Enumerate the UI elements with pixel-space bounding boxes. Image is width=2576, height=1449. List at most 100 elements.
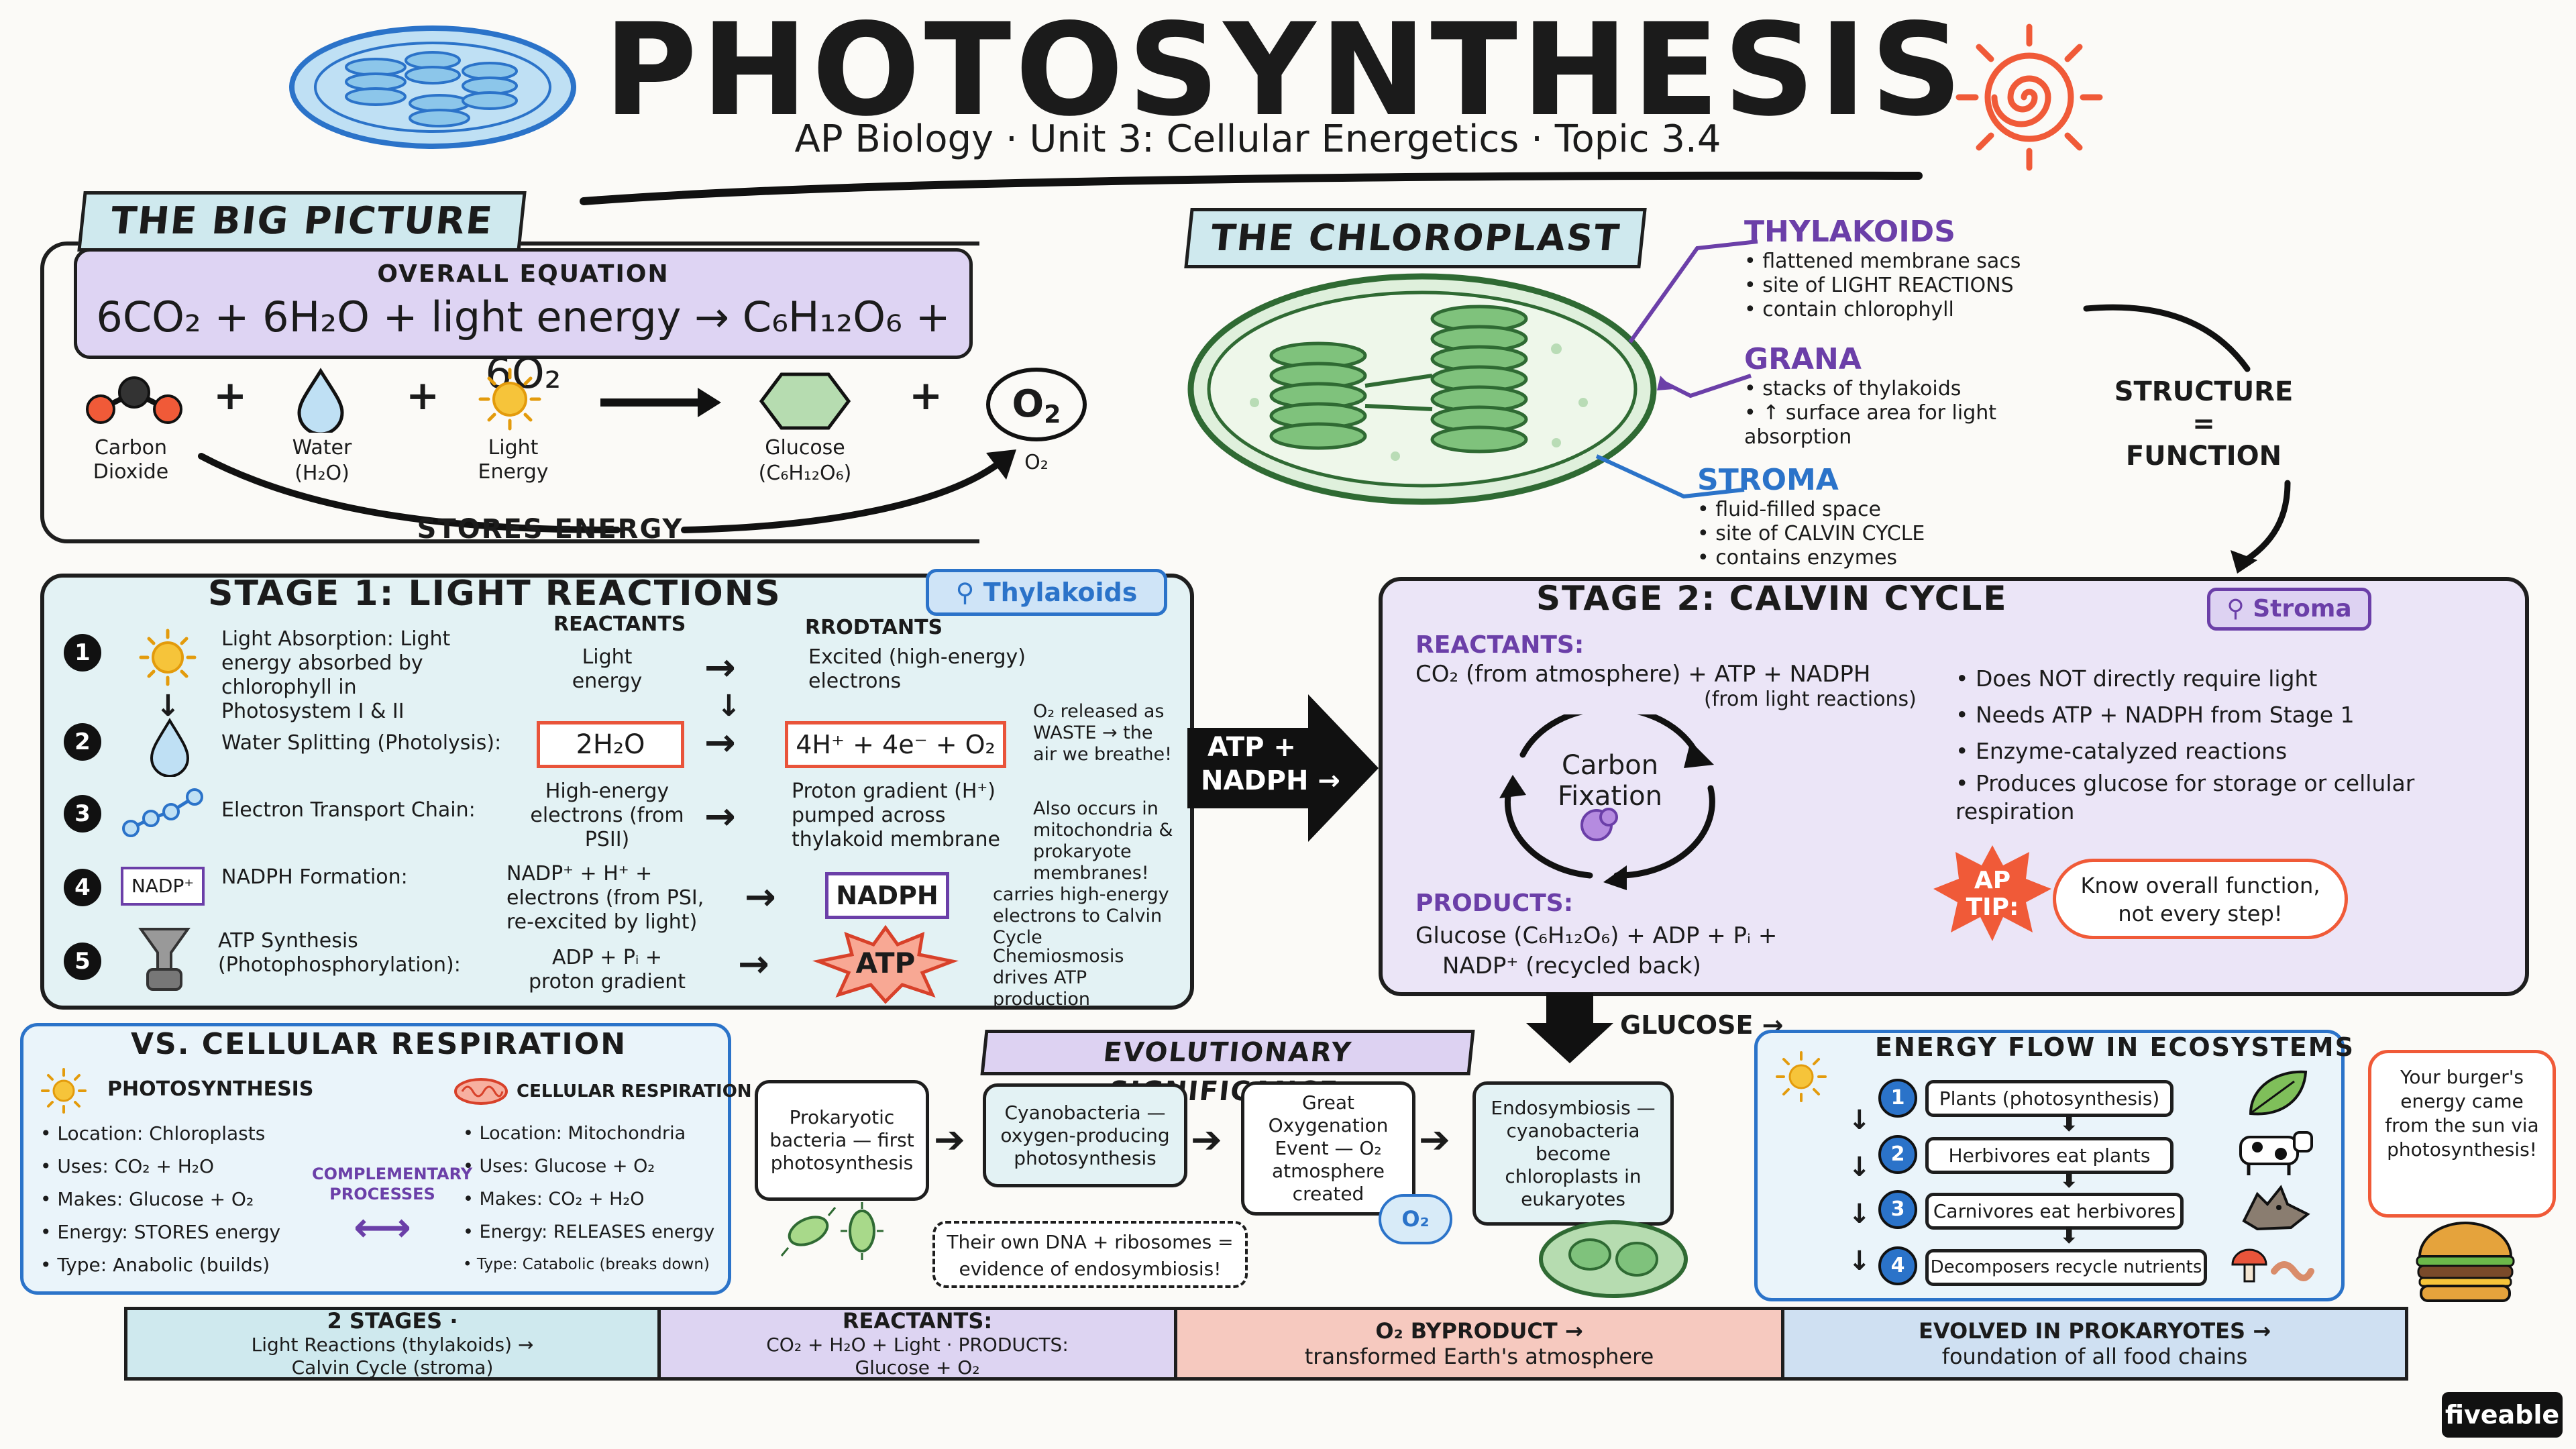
thylakoids-point: site of LIGHT REACTIONS	[1744, 274, 2106, 298]
stroma-point: contains enzymes	[1697, 546, 2059, 570]
title-underline	[580, 171, 1923, 205]
transfer-line2: NADPH →	[1201, 765, 1340, 796]
energy-sun-icon	[1776, 1051, 1827, 1102]
down-arrow: ↓	[716, 689, 741, 723]
photo-row: • Location: Chloroplasts	[40, 1122, 266, 1144]
photosynthesis-sun-icon	[41, 1068, 87, 1114]
label-carbon-dioxide: Carbon Dioxide	[93, 436, 169, 484]
o2-bubble: O₂	[1379, 1194, 1452, 1244]
right-arrow: ➔	[1419, 1118, 1450, 1162]
location-pin-icon: ⚲	[2226, 595, 2253, 623]
footer-3-line2: transformed Earth's atmosphere	[1304, 1344, 1654, 1369]
right-arrow: →	[738, 943, 769, 986]
footer-4-line1: EVOLVED IN PROKARYOTES →	[1918, 1318, 2271, 1344]
stage1-panel	[40, 574, 1194, 1010]
footer-1-line1: 2 STAGES ·	[327, 1308, 458, 1334]
flow-number: 3	[1878, 1190, 1917, 1229]
atp-label: ATP	[855, 947, 916, 979]
stage2-location: Stroma	[2253, 595, 2352, 623]
step2-product-box: 4H⁺ + 4e⁻ + O₂	[785, 721, 1006, 768]
right-arrow: ➔	[934, 1118, 965, 1162]
evo-step-1: Prokaryotic bacteria — first photosynthe…	[755, 1080, 929, 1201]
label-water-formula: (H₂O)	[294, 462, 350, 485]
step3-product: Proton gradient (H⁺) pumped across thyla…	[792, 780, 1000, 851]
endosymbiosis-note: Their own DNA + ribosomes = evidence of …	[932, 1221, 1248, 1288]
structure-label: STRUCTURE	[2114, 376, 2294, 407]
step4-reactant: NADP⁺ + H⁺ + electrons (from PSI, re-exc…	[506, 862, 704, 934]
step1-name: Light Absorption: Light energy absorbed …	[221, 627, 451, 723]
thylakoids-point: flattened membrane sacs	[1744, 250, 2106, 274]
photo-row: • Type: Anabolic (builds)	[40, 1254, 270, 1276]
transfer-line1: ATP +	[1208, 732, 1296, 763]
step5-note: Chemiosmosis drives ATP production	[993, 946, 1124, 1010]
grana-point: ↑ surface area for light absorption	[1744, 401, 2066, 449]
footer-2-line3: Glucose + O₂	[855, 1356, 980, 1379]
footer-box-1: 2 STAGES · Light Reactions (thylakoids) …	[124, 1307, 661, 1381]
stage1-title: STAGE 1: LIGHT REACTIONS	[208, 574, 782, 614]
right-arrow: →	[704, 646, 736, 690]
step5-name: ATP Synthesis (Photophosphorylation):	[218, 929, 461, 977]
footer-box-4: EVOLVED IN PROKARYOTES → foundation of a…	[1781, 1307, 2408, 1381]
footer-box-3: O₂ BYPRODUCT → transformed Earth's atmos…	[1174, 1307, 1784, 1381]
step-number: 4	[64, 869, 101, 906]
wolf-icon	[2242, 1185, 2310, 1231]
flow-number: 1	[1878, 1079, 1917, 1118]
overall-equation: 6CO₂ + 6H₂O + light energy → C₆H₁₂O₆ + 6…	[96, 292, 951, 398]
step-number: 3	[64, 795, 101, 833]
vs-respiration-panel	[20, 1023, 731, 1295]
page-subtitle: AP Biology · Unit 3: Cellular Energetics…	[794, 117, 1721, 161]
mushroom-worm-icon	[2231, 1248, 2314, 1283]
stage2-point: Enzyme-catalyzed reactions	[1955, 733, 2512, 769]
photo-row: • Energy: STORES energy	[40, 1221, 281, 1243]
cow-icon	[2239, 1131, 2313, 1175]
down-arrow: ↓	[156, 689, 180, 723]
down-arrow: ⬇	[2059, 1110, 2079, 1137]
light-energy-sun-icon	[478, 368, 541, 431]
down-arrow: ⬇	[2059, 1222, 2079, 1249]
stage2-reactants-label: REACTANTS:	[1415, 631, 1585, 659]
plus-sign: +	[213, 372, 248, 419]
flow-number: 4	[1878, 1246, 1917, 1285]
evo-step-3: Great Oxygenation Event — O₂ atmosphere …	[1241, 1081, 1415, 1216]
right-arrow: →	[704, 795, 736, 839]
step-number: 2	[64, 723, 101, 761]
glucose-down-arrow	[1526, 993, 1613, 1063]
water-splitting-drop-icon	[150, 718, 190, 777]
right-arrow: ➔	[1191, 1118, 1222, 1162]
grana-info: GRANA stacks of thylakoids ↑ surface are…	[1744, 342, 2066, 449]
stage1-location: Thylakoids	[983, 578, 1138, 607]
flow-step-3: Carnivores eat herbivores	[1925, 1193, 2184, 1230]
mitochondria-icon	[454, 1078, 508, 1105]
thylakoids-title: THYLAKOIDS	[1744, 215, 1955, 249]
chloroplast-diagram	[1181, 268, 1664, 510]
step2-name: Water Splitting (Photolysis):	[221, 731, 502, 755]
atp-synthase-icon	[138, 928, 191, 991]
thylakoids-info: THYLAKOIDS flattened membrane sacs site …	[1744, 215, 2106, 322]
stage1-location-badge: ⚲ Thylakoids	[926, 569, 1167, 616]
resp-row: • Location: Mitochondria	[463, 1123, 686, 1144]
label-glucose: Glucose	[765, 436, 845, 460]
resp-list: • Location: Mitochondria • Uses: Glucose…	[463, 1117, 731, 1281]
stage2-products: Glucose (C₆H₁₂O₆) + ADP + Pᵢ +	[1415, 922, 1778, 949]
stage2-title: STAGE 2: CALVIN CYCLE	[1536, 579, 2008, 618]
electron-chain-icon	[122, 788, 203, 837]
energy-flow-title: ENERGY FLOW IN ECOSYSTEMS	[1875, 1032, 2355, 1062]
water-drop-icon	[297, 368, 344, 433]
oxygen-circle: O2	[986, 368, 1087, 441]
stage2-products-label: PRODUCTS:	[1415, 890, 1574, 917]
equation-box: OVERALL EQUATION 6CO₂ + 6H₂O + light ene…	[74, 248, 973, 398]
down-arrow: ⬇	[2059, 1167, 2079, 1193]
plus-sign: +	[909, 372, 943, 419]
label-oxygen: O₂	[1024, 451, 1049, 474]
right-arrow: →	[745, 875, 776, 919]
flow-step-4: Decomposers recycle nutrients	[1925, 1249, 2207, 1286]
resp-row: • Type: Catabolic (breaks down)	[463, 1256, 710, 1273]
footer-box-2: REACTANTS: CO₂ + H₂O + Light · PRODUCTS:…	[657, 1307, 1177, 1381]
step4-note: carries high-energy electrons to Calvin …	[993, 884, 1169, 948]
step3-reactant: High-energy electrons (from PSII)	[530, 780, 684, 851]
stage2-point: Needs ATP + NADPH from Stage 1	[1955, 697, 2512, 733]
structure-function-arrows	[2083, 304, 2291, 574]
ap-tip-label: AP TIP:	[1966, 867, 2019, 921]
stores-energy-label: STORES ENERGY	[417, 514, 684, 545]
step2-note: O₂ released as WASTE → the air we breath…	[1033, 701, 1172, 765]
